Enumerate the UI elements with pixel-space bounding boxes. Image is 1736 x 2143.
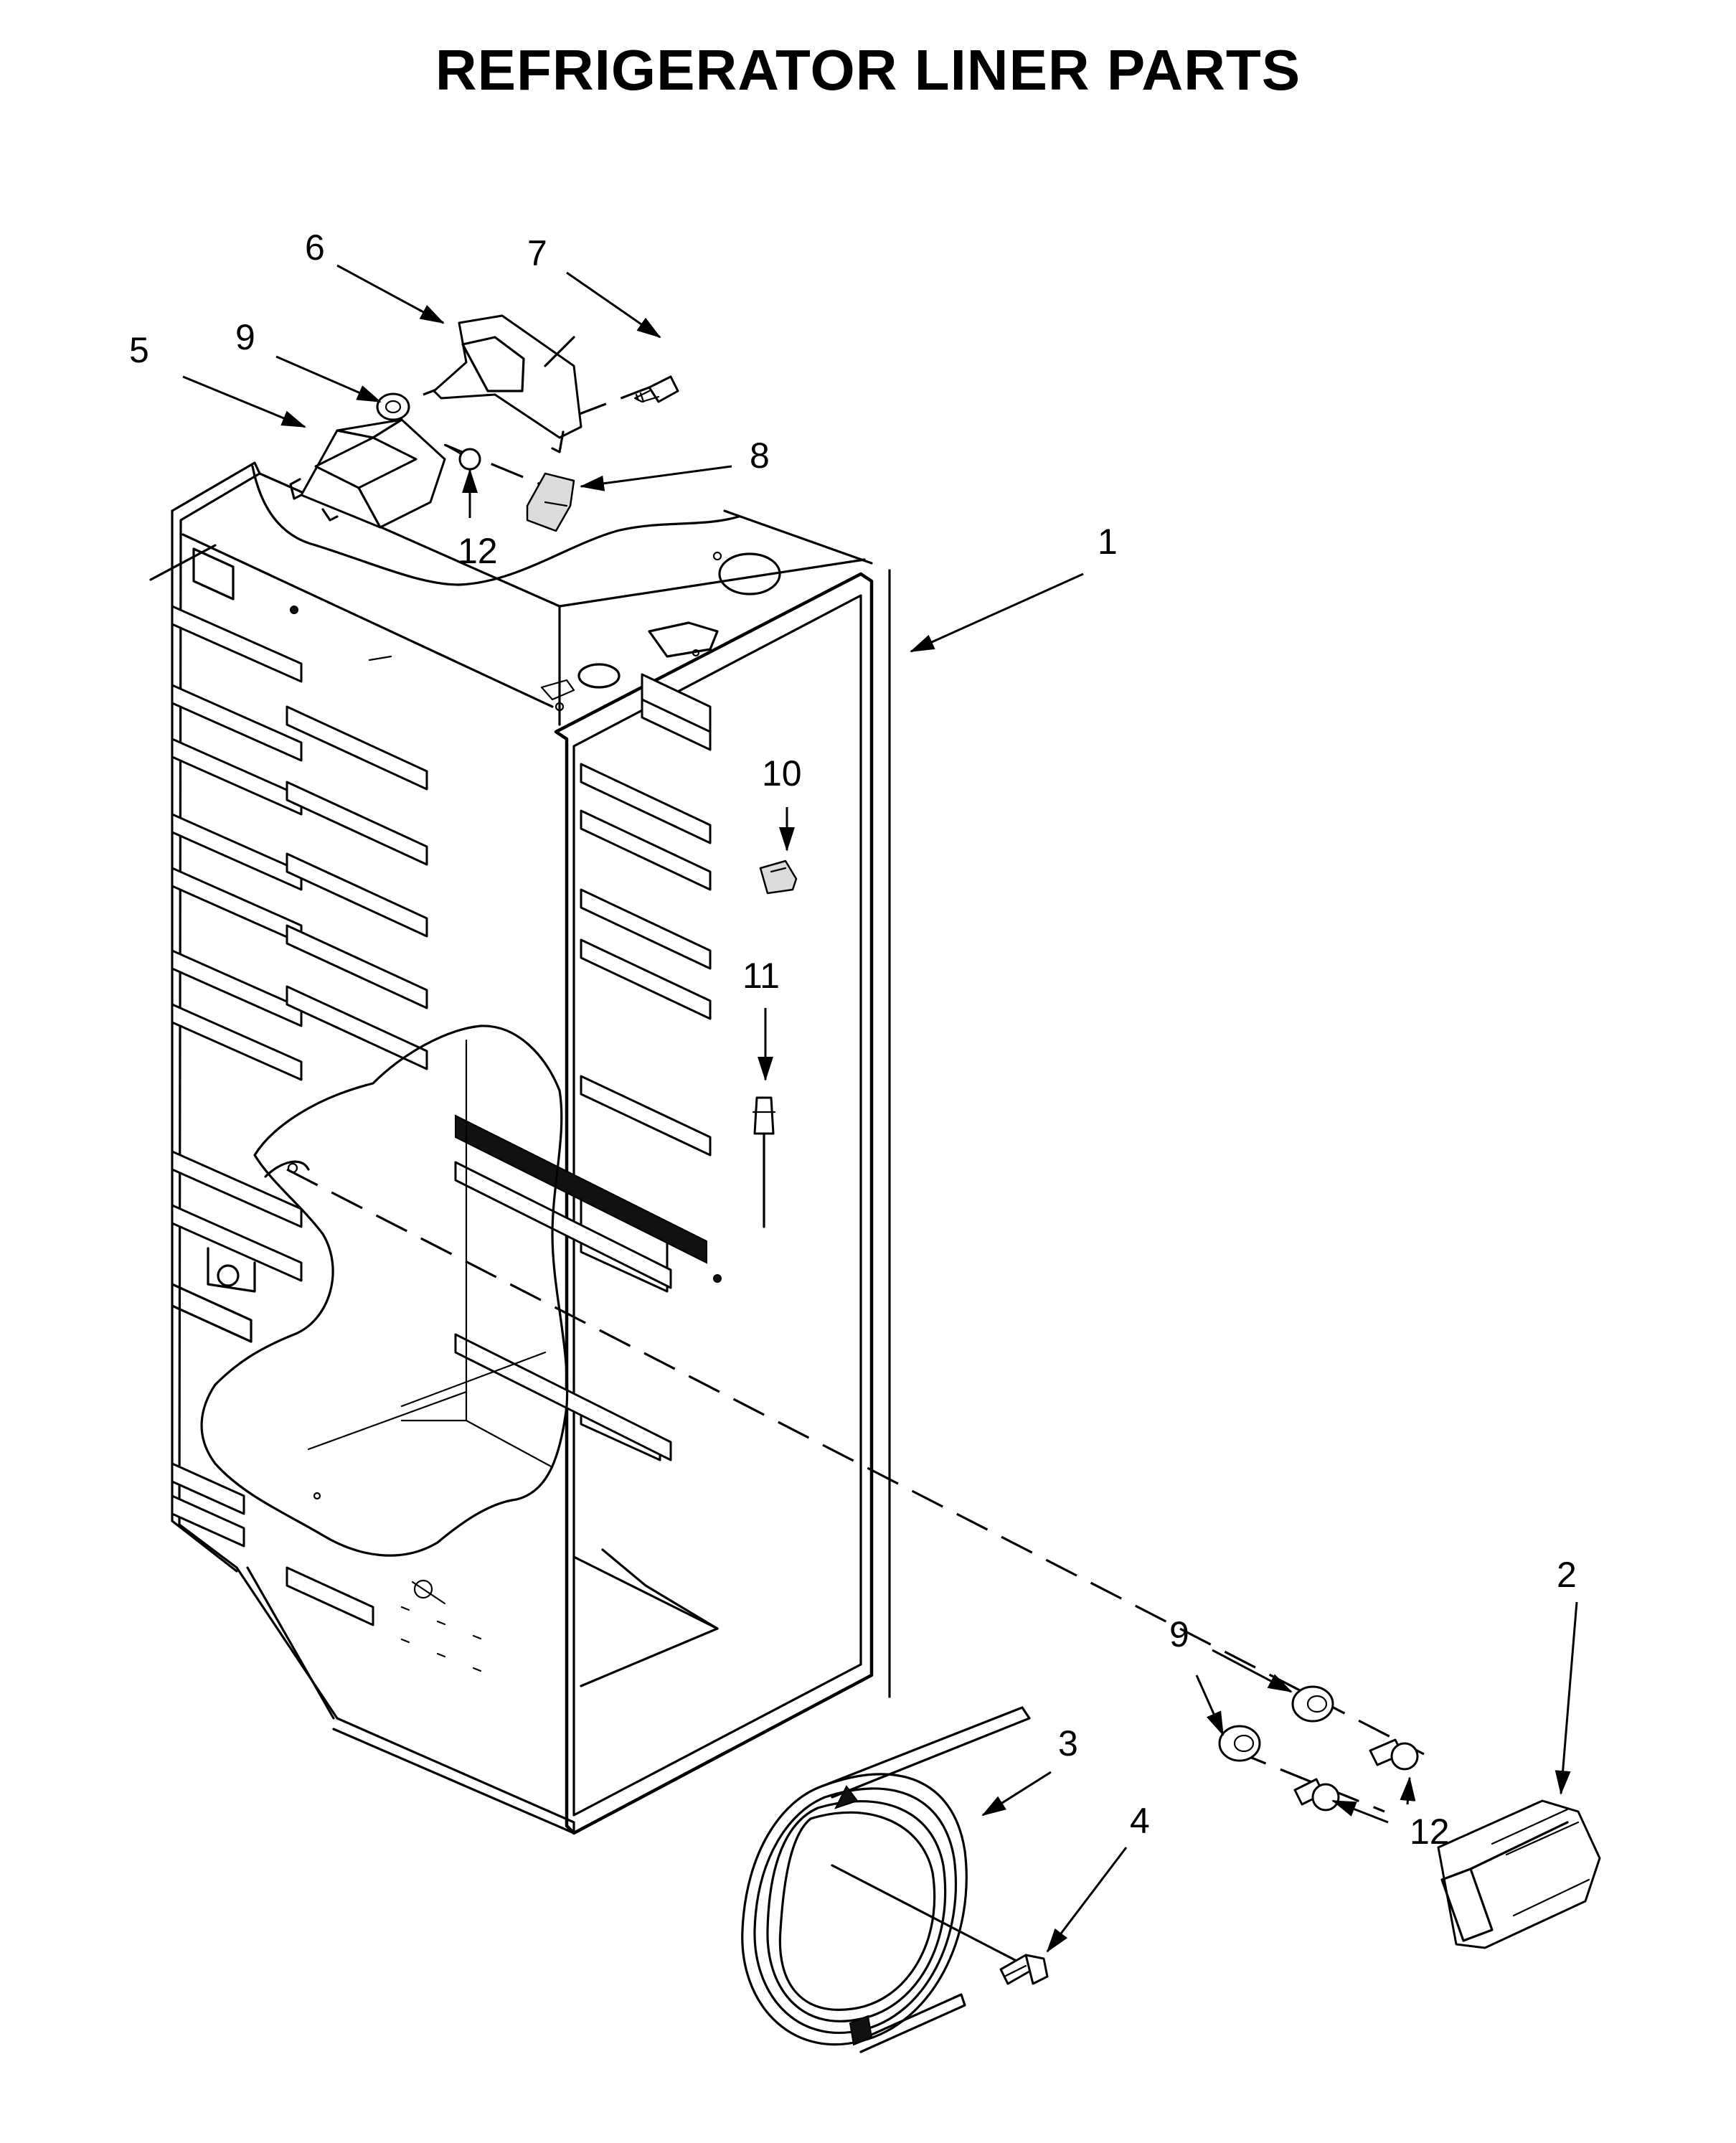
assembly-line-main <box>286 1168 1425 1756</box>
refrigerator-liner <box>149 461 891 1835</box>
callout-2: 2 <box>1557 1555 1577 1595</box>
screw-part-12-lower <box>1293 1738 1419 1812</box>
leader-arrows <box>182 264 1578 1953</box>
left-shelf-rails <box>171 605 428 1626</box>
clip-part-8 <box>526 472 575 532</box>
screw-part-4 <box>999 1954 1049 1985</box>
callout-10: 10 <box>762 753 802 793</box>
callout-9-lower: 9 <box>1169 1614 1189 1654</box>
grommet-part-9-upper <box>376 392 410 421</box>
housing-part-2 <box>1437 1799 1601 1949</box>
callout-12-upper: 12 <box>458 531 498 571</box>
assembly-line-lower9 <box>1233 1749 1385 1813</box>
callout-3: 3 <box>1058 1723 1078 1763</box>
screw-part-7 <box>633 375 679 403</box>
screw-part-12-upper <box>443 443 481 471</box>
callout-1: 1 <box>1098 522 1118 562</box>
control-housing-part <box>289 418 446 529</box>
tubing-coil-part-3 <box>741 1706 1034 2053</box>
callout-4: 4 <box>1130 1801 1150 1841</box>
sensor-part-11 <box>752 1096 776 1228</box>
right-shelf-rails <box>580 673 712 1461</box>
callout-9-upper: 9 <box>235 317 255 357</box>
callout-8: 8 <box>750 435 770 476</box>
grommet-part-9-lower <box>1218 1685 1334 1762</box>
callout-6: 6 <box>305 227 325 268</box>
clip-part-10 <box>759 859 798 895</box>
diagram-title: REFRIGERATOR LINER PARTS <box>435 38 1301 102</box>
callout-labels: 1 2 3 4 5 6 7 8 9 9 10 11 12 12 <box>129 227 1577 1852</box>
callout-7: 7 <box>527 233 547 273</box>
callout-5: 5 <box>129 330 149 370</box>
mounting-bracket-part <box>433 314 582 453</box>
assembly-line-screw7 <box>573 386 650 418</box>
callout-12-lower: 12 <box>1410 1812 1450 1852</box>
callout-11: 11 <box>742 956 780 996</box>
